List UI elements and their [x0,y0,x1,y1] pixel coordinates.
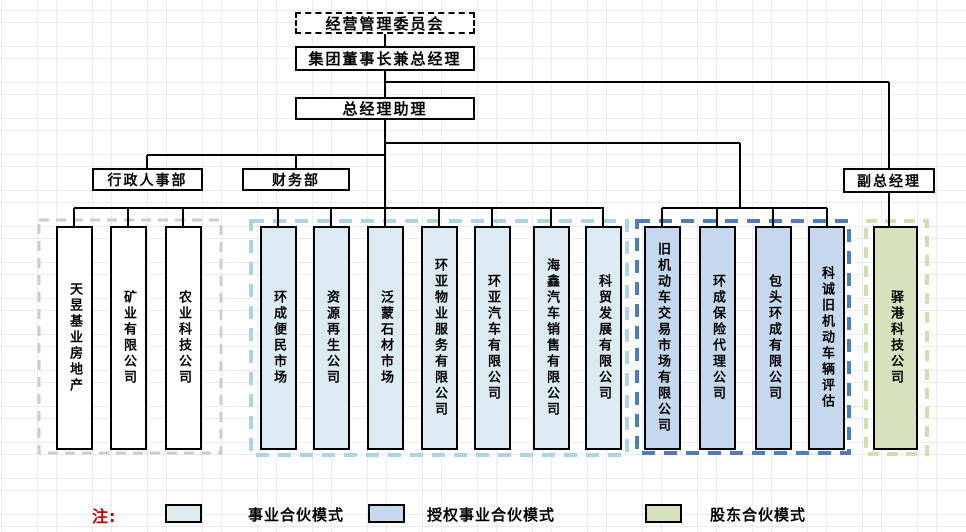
company-box: 海鑫汽车销售有限公司 [533,226,570,450]
company-box: 科诚旧机动车辆评估 [808,226,845,450]
node-hr-admin-dept: 行政人事部 [92,168,203,191]
company-box: 旧机动车交易市场有限公司 [644,226,681,450]
company-box: 矿业有限公司 [110,226,147,450]
node-finance-dept: 财务部 [242,168,350,191]
legend-note-label: 注: [92,507,117,526]
legend-label-business-partner: 事业合伙模式 [248,506,345,524]
company-box: 科贸发展有限公司 [585,226,622,450]
company-box: 环亚汽车有限公司 [474,226,511,450]
node-management-committee: 经营管理委员会 [295,12,475,34]
group-outline-authorized-partner [635,219,851,455]
company-box: 天昱基业房地产 [56,226,93,450]
node-gm-assistant: 总经理助理 [295,97,475,120]
node-deputy-gm: 副总经理 [843,168,935,193]
node-group-chairman-gm: 集团董事长兼总经理 [295,46,475,71]
connector-path [73,33,890,226]
group-outline-plain [37,218,223,455]
company-box: 农业科技公司 [165,226,202,450]
company-box: 包头环成有限公司 [755,226,792,450]
company-box: 环成保险代理公司 [699,226,736,450]
legend-swatch-authorized-partner [368,504,405,523]
company-box: 资源再生公司 [313,226,350,450]
legend-label-shareholder-partner: 股东合伙模式 [710,506,807,524]
legend-swatch-shareholder-partner [645,504,682,523]
company-box: 泛蒙石材市场 [367,226,404,450]
company-box: 环成便民市场 [260,226,297,450]
company-box: 环亚物业服务有限公司 [421,226,458,450]
group-outline-shareholder-partner [864,219,929,456]
legend-label-authorized-partner: 授权事业合伙模式 [427,506,556,524]
company-box: 驿港科技公司 [873,226,918,450]
legend-swatch-business-partner [165,504,202,523]
